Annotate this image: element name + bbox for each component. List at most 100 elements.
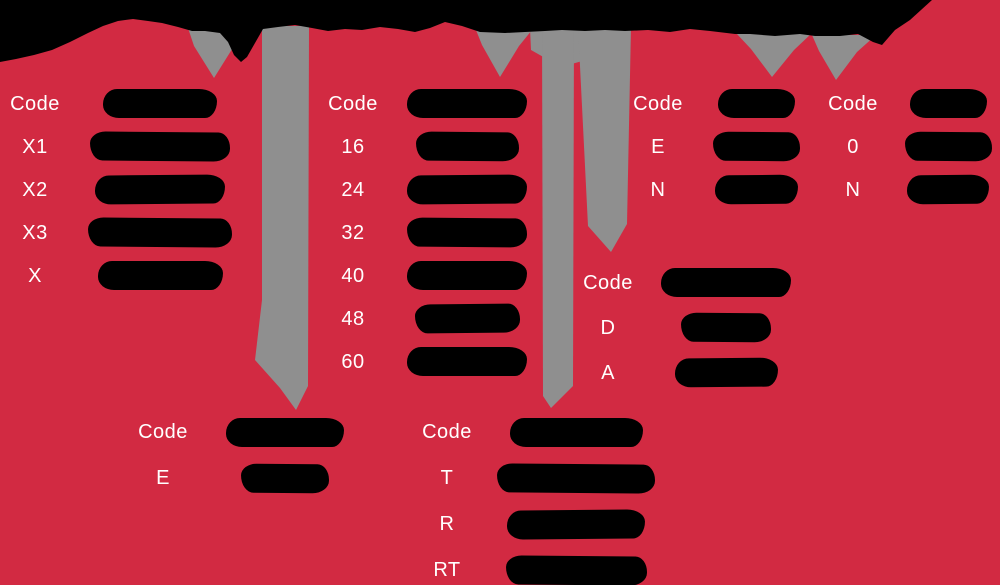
code-header-label: Code [328,92,378,115]
table-header-row: Code [570,260,806,305]
cutoff-title-band [0,0,932,62]
code-label: 60 [341,350,365,373]
description-cell [646,312,806,343]
table-header-row: Code [299,82,527,125]
redacted-text-blob [661,268,791,297]
code-label: N [650,178,666,201]
description-cell [406,217,528,248]
arrow-to-mode-table-1 [736,33,812,77]
table-row: E [125,455,369,501]
redacted-text-blob [904,131,992,162]
redacted-text-blob [406,174,528,205]
description-cell [696,174,816,205]
arrow-to-plc-type-table [188,28,238,78]
code-label: X3 [22,221,48,244]
table-row: RT [409,547,667,585]
table-row: A [570,350,806,395]
code-label: 32 [341,221,365,244]
code-header-label: Code [583,271,633,294]
description-cell [407,303,527,334]
code-label: E [156,467,170,489]
arrow-to-io-number-table [476,30,532,77]
redacted-text-blob [97,261,223,290]
code-label: X [28,264,42,287]
description-cell [646,268,806,297]
description-cell [70,131,250,162]
redacted-text-blob [240,463,330,493]
redacted-text-blob [414,303,520,334]
table-row: 0 [815,125,1000,168]
table-row: 24 [299,168,528,211]
description-cell [201,417,369,447]
table-header-row: Code [409,409,667,455]
code-header-label: Code [828,92,878,115]
code-label: A [601,361,615,384]
redacted-text-blob [505,554,647,585]
description-cell [891,131,1000,162]
redacted-text-blob [712,131,800,162]
redacted-text-blob [87,217,233,248]
description-cell [70,174,250,205]
code-header-label: Code [10,92,60,115]
redacted-text-blob [407,261,527,290]
redacted-text-blob [407,89,527,118]
description-cell [485,554,667,585]
table-row: 16 [299,125,527,168]
table-row: X1 [0,125,250,168]
arrow-bar-to-trade-type-table [255,26,309,410]
code-label: N [845,178,861,201]
table-header-row: Code [815,82,1000,125]
code-label: X1 [22,135,48,158]
description-cell [407,347,527,376]
redacted-text-blob [226,417,344,447]
redacted-text-blob [406,217,528,248]
redacted-text-blob [89,131,231,162]
table-row: T [409,455,667,501]
code-label: T [440,467,454,489]
description-cell [485,417,667,447]
redacted-text-blob [506,508,646,540]
description-cell [485,462,667,494]
arrow-bar-to-output-type-table [542,26,574,408]
redacted-text-blob [906,174,990,205]
description-cell [696,89,816,118]
table-row: 32 [299,211,528,254]
table-row: N [620,168,816,211]
code-label: 16 [341,135,365,158]
description-cell [406,174,528,205]
code-label: R [439,513,455,535]
redacted-text-blob [94,174,226,205]
table-row: 60 [299,340,527,383]
redacted-text-blob [714,174,798,205]
redacted-text-blob [415,131,519,162]
description-cell [485,508,667,540]
code-label: X2 [22,178,48,201]
code-label: E [651,135,665,158]
code-label: 40 [341,264,365,287]
table-row: X3 [0,211,250,254]
description-cell [891,174,1000,205]
code-label: RT [433,559,461,581]
table-header-row: Code [125,409,369,455]
table-header-row: Code [620,82,816,125]
table-row: N [815,168,1000,211]
redacted-text-blob [407,347,527,376]
redacted-text-blob [717,89,795,118]
description-cell [201,463,369,493]
table-row: E [620,125,816,168]
redacted-text-blob [680,312,772,343]
code-header-label: Code [633,92,683,115]
description-cell [70,261,250,290]
redacted-text-blob [496,462,656,494]
description-cell [407,89,527,118]
code-header-label: Code [422,421,472,443]
redacted-text-blob [674,357,778,388]
code-header-label: Code [138,421,188,443]
